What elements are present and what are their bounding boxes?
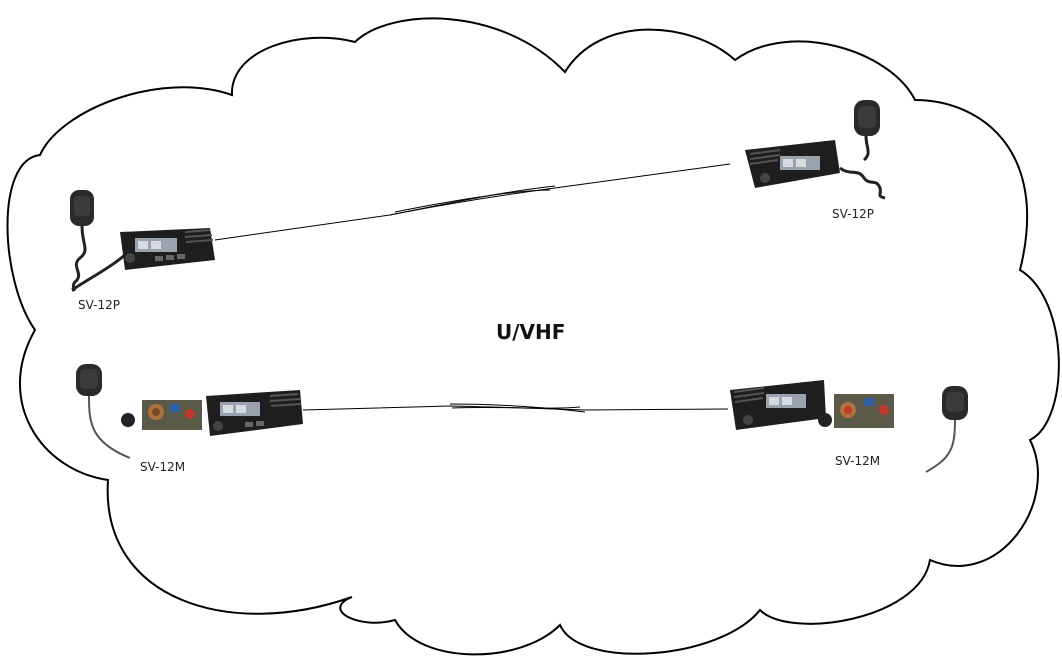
control-panel-icon	[834, 394, 894, 428]
headset-icon	[818, 413, 832, 427]
microphone-icon	[839, 100, 886, 200]
radio-node-bottom-left	[76, 364, 303, 459]
radio-node-bottom-right	[730, 380, 968, 473]
mobile-radio-icon	[120, 228, 215, 270]
network-title: U/VHF	[496, 320, 566, 344]
mobile-radio-icon	[745, 140, 840, 188]
radio-node-top-left	[70, 190, 215, 292]
radio-node-top-right	[745, 100, 886, 200]
link-top	[214, 163, 731, 241]
mobile-radio-icon	[730, 380, 826, 430]
node-label-bottom-right: SV-12M	[835, 454, 881, 468]
microphone-icon	[925, 386, 968, 473]
mobile-radio-icon	[206, 390, 303, 436]
link-bottom	[302, 403, 729, 413]
node-label-bottom-left: SV-12M	[140, 460, 186, 474]
microphone-icon	[76, 364, 131, 459]
node-label-top-right: SV-12P	[832, 207, 874, 221]
control-panel-icon	[142, 400, 202, 430]
headset-icon	[121, 413, 135, 427]
node-label-top-left: SV-12P	[78, 298, 120, 312]
